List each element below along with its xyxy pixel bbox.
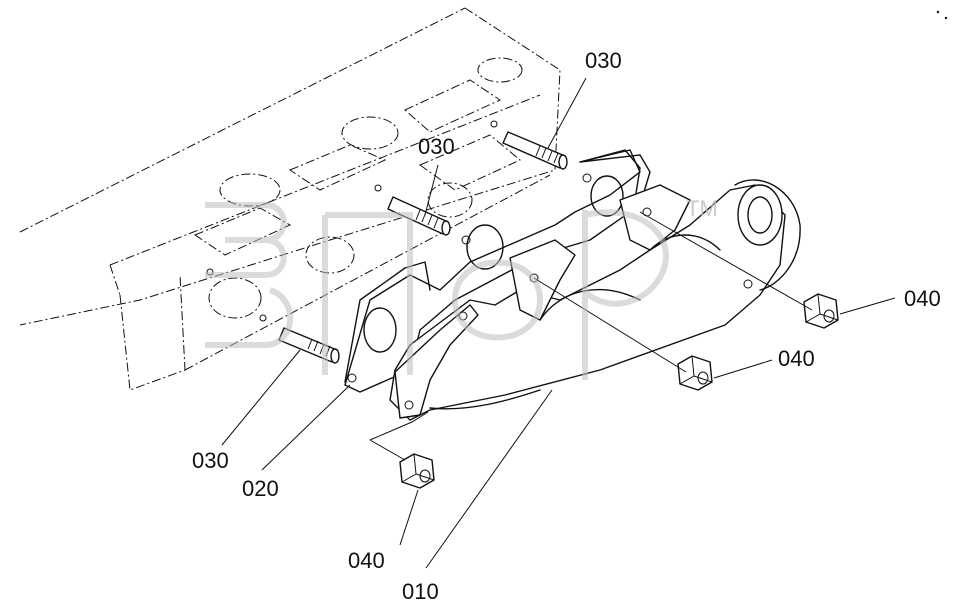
label-nut-right: 040 xyxy=(904,286,941,311)
label-nut-mid: 040 xyxy=(778,346,815,371)
label-gasket: 020 xyxy=(242,476,279,501)
stud-030-top xyxy=(502,131,568,170)
label-manifold: 010 xyxy=(402,579,439,604)
nut-040-right xyxy=(803,293,839,329)
label-nut-low: 040 xyxy=(348,548,385,573)
nut-040-mid xyxy=(677,355,713,391)
label-stud-top: 030 xyxy=(585,48,622,73)
watermark-mark: TM xyxy=(686,196,718,221)
corner-marks xyxy=(936,10,948,20)
label-stud-low: 030 xyxy=(192,448,229,473)
watermark-logo: TM xyxy=(205,196,718,380)
label-stud-mid: 030 xyxy=(418,134,455,159)
stud-030-mid xyxy=(387,196,451,236)
nut-040-low xyxy=(399,453,435,489)
leader-lines xyxy=(221,77,896,569)
